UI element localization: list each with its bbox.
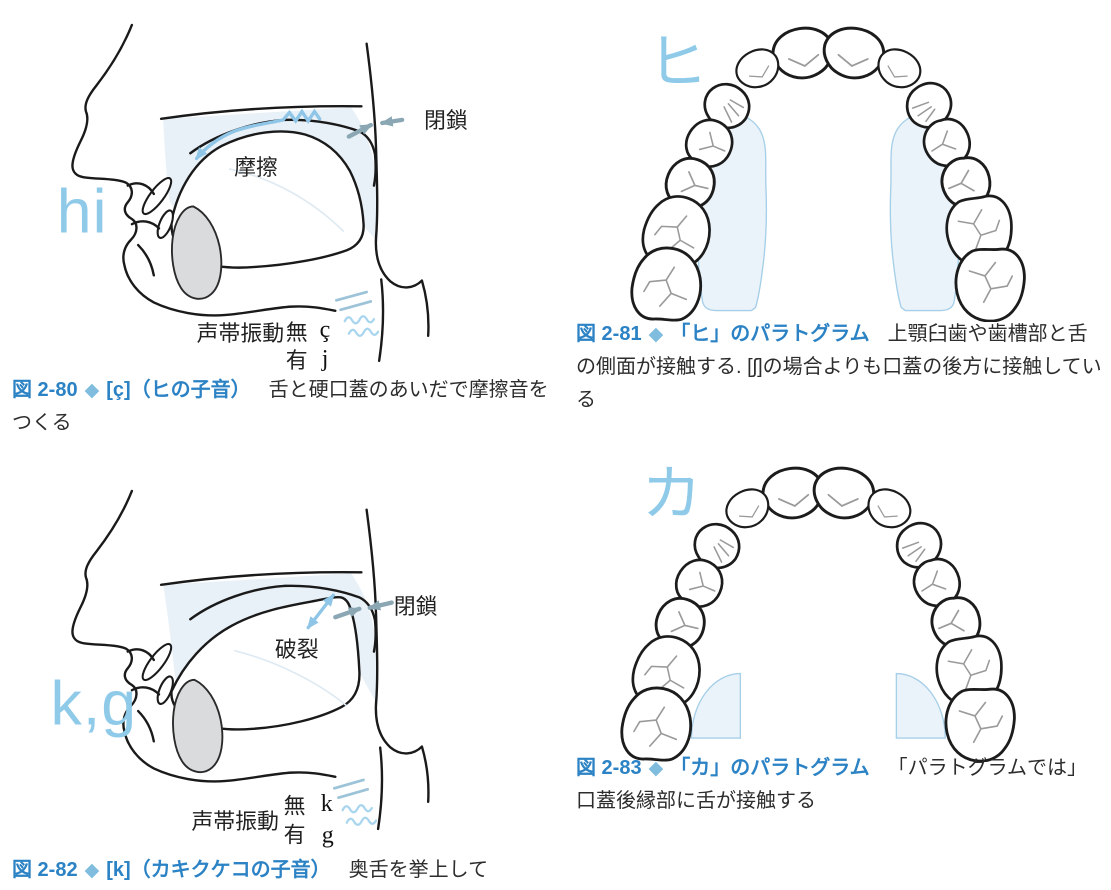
fig82-caption: 図 2-82 ◆ [k]（カキクケコの子音） 奥舌を挙上して xyxy=(12,854,557,887)
voiced-label: 有 xyxy=(286,348,308,373)
fig81-number: 図 2-81 xyxy=(576,323,642,345)
fig83-palatogram: カ xyxy=(585,459,1085,762)
fig83-title: 「カ」のパラトグラム xyxy=(670,757,870,779)
fig82-number: 図 2-82 xyxy=(12,859,78,881)
friction-label: 摩擦 xyxy=(234,155,278,180)
voiceless-label: 無 xyxy=(284,793,306,818)
vibration-squiggle xyxy=(343,315,376,325)
fig80-caption: 図 2-80 ◆ [ç]（ヒの子音）舌と硬口蓋のあいだで摩擦音をつくる xyxy=(12,374,552,440)
fig82-phoneme-label: k,g xyxy=(51,669,138,739)
fig81-caption: 図 2-81 ◆ 「ヒ」のパラトグラム上顎臼歯や歯槽部と舌の側面が接触する. [ʃ]… xyxy=(576,318,1106,417)
fig82-description: 奥舌を挙上して xyxy=(348,859,489,881)
fig82-title: [k]（カキクケコの子音） xyxy=(106,859,331,881)
voiceless-symbol: ç xyxy=(320,317,331,343)
diamond-icon: ◆ xyxy=(648,324,664,345)
diamond-icon: ◆ xyxy=(648,758,664,779)
fig80-phoneme-label: hi xyxy=(57,177,108,247)
fig83-caption: 図 2-83 ◆ 「カ」のパラトグラム「パラトグラムでは」口蓋後縁部に舌が接触する xyxy=(576,752,1106,818)
fig81-kana-label: ヒ xyxy=(647,28,707,96)
closure-arrow-right xyxy=(380,116,405,127)
fig83-kana-label: カ xyxy=(642,459,702,527)
voiced-label: 有 xyxy=(284,823,306,848)
plosion-label: 破裂 xyxy=(275,637,319,662)
closure-label: 閉鎖 xyxy=(394,594,438,619)
closure-arrow-right xyxy=(367,600,394,611)
voiced-symbol: g xyxy=(322,823,334,849)
fig81-palatogram: ヒ xyxy=(595,10,1095,322)
vibration-squiggle xyxy=(341,804,373,814)
friction-flow-arrow xyxy=(194,108,322,161)
fig83-description: 「パラトグラムでは」口蓋後縁部に舌が接触する xyxy=(576,757,1088,812)
voiceless-symbol: k xyxy=(321,791,333,817)
plosion-arrow xyxy=(306,593,335,630)
diamond-icon: ◆ xyxy=(84,380,100,401)
fig80-title: [ç]（ヒの子音） xyxy=(106,379,251,401)
voiced-symbol: j xyxy=(321,346,329,372)
fig81-description: 上顎臼歯や歯槽部と舌の側面が接触する. [ʃ]の場合よりも口蓋の後方に接触してい… xyxy=(576,323,1102,411)
vocal-cords-label: 声帯振動 xyxy=(191,809,279,834)
oral-cavity-shade xyxy=(163,573,379,706)
contact-area-right xyxy=(895,672,946,739)
fig81-title: 「ヒ」のパラトグラム xyxy=(670,323,870,345)
voiceless-label: 無 xyxy=(286,320,308,345)
fig83-number: 図 2-83 xyxy=(576,757,642,779)
fig82-sagittal-diagram: k,g 閉鎖 破裂 声帯振動 無 有 k g xyxy=(51,489,438,849)
fig80-sagittal-diagram: hi 閉鎖 摩擦 声帯振動 無 有 ç j xyxy=(57,23,468,373)
fig80-number: 図 2-80 xyxy=(12,379,78,401)
closure-arrow-left xyxy=(333,606,362,620)
vocal-cords-label: 声帯振動 xyxy=(197,321,285,346)
closure-arrow-left xyxy=(346,122,373,139)
fig80-description: 舌と硬口蓋のあいだで摩擦音をつくる xyxy=(12,379,549,434)
closure-label: 閉鎖 xyxy=(424,108,468,133)
contact-area-left xyxy=(690,672,742,739)
diamond-icon: ◆ xyxy=(84,860,100,881)
